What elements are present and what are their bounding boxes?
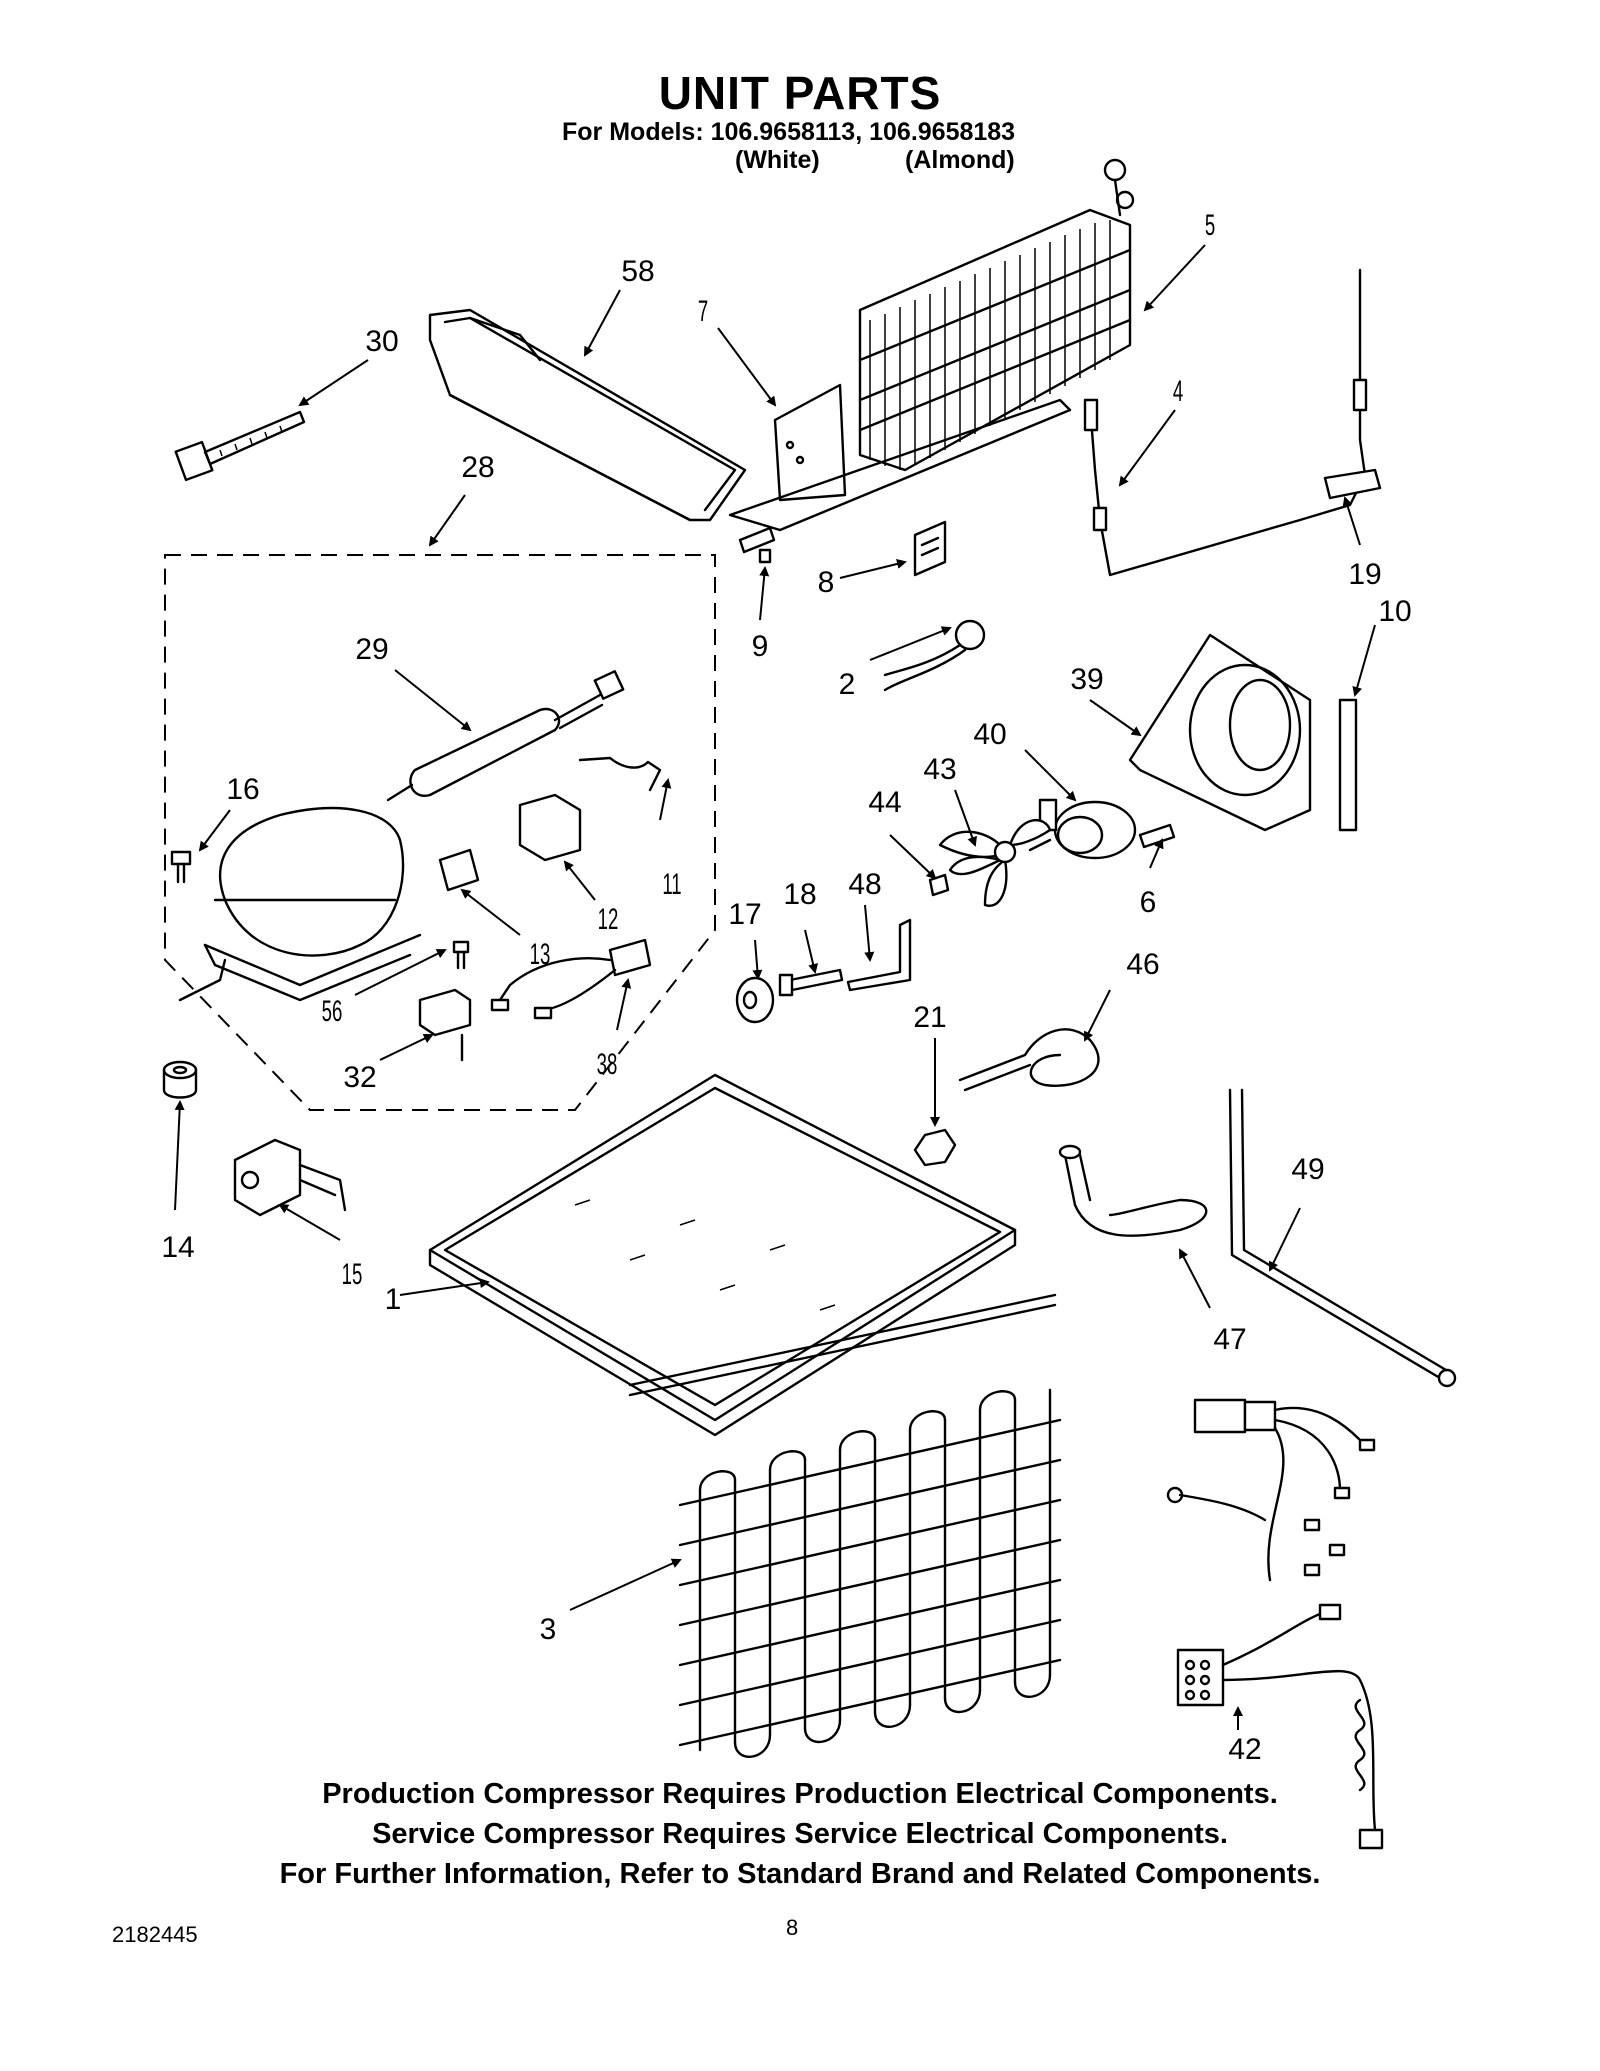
color-white: (White) xyxy=(735,146,820,174)
part-21-nut xyxy=(913,1128,957,1167)
part-38-harness xyxy=(490,938,652,1020)
callout-21: 21 xyxy=(913,1001,947,1034)
callout-7: 7 xyxy=(697,295,709,328)
part-7-heater xyxy=(728,383,1072,532)
callout-17: 17 xyxy=(728,898,762,931)
callout-29: 29 xyxy=(355,633,389,666)
models-line: For Models: 106.9658113, 106.9658183 xyxy=(562,118,1016,146)
document-number: 2182445 xyxy=(112,1922,198,1947)
callout-15: 15 xyxy=(341,1258,363,1291)
part-6-screw xyxy=(1138,823,1176,849)
page-title: UNIT PARTS xyxy=(658,67,942,119)
part-15-valve xyxy=(233,1138,347,1217)
part-4-thermostat xyxy=(1083,268,1368,577)
part-18-pin xyxy=(778,968,844,997)
callout-32: 32 xyxy=(343,1061,377,1094)
part-58-drain-pan xyxy=(428,308,747,522)
callout-44: 44 xyxy=(868,786,902,819)
callout-58: 58 xyxy=(621,255,655,288)
callout-13: 13 xyxy=(529,938,551,971)
footer-note-3: For Further Information, Refer to Standa… xyxy=(279,1858,1321,1890)
part-46-tube xyxy=(958,1028,1100,1092)
part-29-drier xyxy=(386,670,625,802)
part-49-capillary xyxy=(1228,1088,1457,1388)
callout-16: 16 xyxy=(226,773,260,806)
part-30-tie-strap xyxy=(174,410,306,482)
part-10-strip xyxy=(1338,698,1358,832)
compressor-assembly-outline xyxy=(164,554,716,1111)
part-12-relay xyxy=(518,793,582,862)
callout-4: 4 xyxy=(1172,375,1184,408)
color-almond: (Almond) xyxy=(905,146,1015,174)
callout-43: 43 xyxy=(923,753,957,786)
callout-14: 14 xyxy=(161,1231,195,1264)
callout-10: 10 xyxy=(1378,595,1412,628)
footer-note-1: Production Compressor Requires Productio… xyxy=(322,1778,1278,1810)
callout-11: 11 xyxy=(662,868,682,901)
part-56-screw xyxy=(452,940,470,970)
part-42-wire-harness xyxy=(1166,1398,1384,1850)
callout-42: 42 xyxy=(1228,1733,1262,1766)
callout-19: 19 xyxy=(1348,558,1382,591)
part-9-screw xyxy=(738,526,776,564)
callout-3: 3 xyxy=(539,1613,557,1646)
callout-1: 1 xyxy=(384,1283,402,1316)
part-11-wire xyxy=(578,756,662,792)
callout-6: 6 xyxy=(1139,886,1157,919)
callout-47: 47 xyxy=(1213,1323,1247,1356)
callout-2: 2 xyxy=(838,668,856,701)
part-2-thermistor xyxy=(883,619,986,692)
callout-28: 28 xyxy=(461,451,495,484)
part-17-grommet xyxy=(735,976,775,1024)
part-8-clip xyxy=(913,520,947,577)
part-39-shroud xyxy=(1128,633,1312,832)
part-48-tube xyxy=(846,918,912,992)
page-number: 8 xyxy=(786,1915,799,1940)
part-44-washer xyxy=(928,873,950,897)
callout-56: 56 xyxy=(321,995,343,1028)
callout-12: 12 xyxy=(597,903,619,936)
part-3-condenser xyxy=(628,1293,1062,1758)
callout-9: 9 xyxy=(751,630,769,663)
part-16-bolt xyxy=(170,850,192,884)
compressor xyxy=(178,806,422,1002)
callout-48: 48 xyxy=(848,868,882,901)
callout-38: 38 xyxy=(596,1048,618,1081)
part-40-fan-motor xyxy=(1028,798,1137,860)
part-5-evaporator xyxy=(858,158,1135,472)
callout-46: 46 xyxy=(1126,948,1160,981)
callout-leaders xyxy=(174,244,1376,1730)
callout-5: 5 xyxy=(1204,209,1216,242)
part-1-base-frame xyxy=(428,1073,1017,1437)
callout-30: 30 xyxy=(365,325,399,358)
part-14-grommet xyxy=(162,1060,198,1099)
callout-18: 18 xyxy=(783,878,817,911)
callout-39: 39 xyxy=(1070,663,1104,696)
callout-8: 8 xyxy=(817,566,835,599)
part-32-capacitor xyxy=(418,988,472,1062)
part-43-fan-blade xyxy=(938,819,1052,907)
part-47-tube xyxy=(1058,1144,1208,1237)
part-19-clip xyxy=(1323,468,1382,500)
part-13-relay xyxy=(438,848,480,892)
footer-note-2: Service Compressor Requires Service Elec… xyxy=(372,1818,1228,1850)
callout-49: 49 xyxy=(1291,1153,1325,1186)
callout-40: 40 xyxy=(973,718,1007,751)
